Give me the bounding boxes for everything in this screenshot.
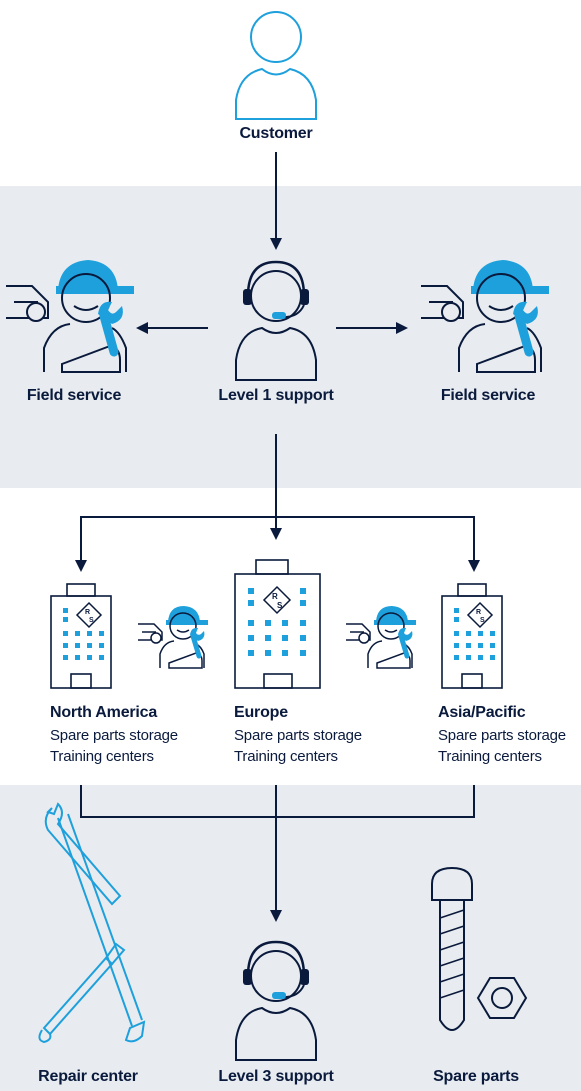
europe-label: Europe — [234, 704, 288, 721]
svg-text:S: S — [89, 617, 94, 624]
europe-line1: Spare parts storage — [234, 727, 362, 744]
level1-headset-icon — [235, 260, 317, 381]
asia-pacific-line2: Training centers — [438, 748, 542, 765]
spare-parts-label: Spare parts — [433, 1068, 519, 1085]
north-america-line1: Spare parts storage — [50, 727, 178, 744]
field-service-small-right-icon — [346, 606, 416, 669]
field-service-right-label: Field service — [440, 387, 536, 404]
repair-center-label: Repair center — [38, 1068, 138, 1085]
field-service-left-icon — [6, 260, 134, 373]
field-service-right-icon — [421, 260, 549, 373]
customer-person-icon — [235, 11, 317, 120]
svg-text:S: S — [480, 617, 485, 624]
level1-support-label: Level 1 support — [218, 387, 334, 404]
rs-logo-icon: R S — [75, 601, 103, 629]
north-america-label: North America — [50, 704, 158, 721]
level1-band — [0, 186, 581, 488]
customer-label: Customer — [239, 125, 313, 142]
field-service-left-label: Field service — [26, 387, 122, 404]
svg-text:S: S — [277, 601, 283, 610]
repair-tools-icon — [38, 802, 146, 1044]
level3-band — [0, 785, 581, 1091]
svg-text:R: R — [85, 609, 90, 616]
asia-pacific-building-icon: R S — [441, 583, 503, 689]
connector-regions-top — [80, 516, 475, 568]
europe-line2: Training centers — [234, 748, 338, 765]
connector-regions-bottom — [80, 785, 475, 818]
field-service-small-left-icon — [138, 606, 208, 669]
rs-logo-icon: R S — [466, 601, 494, 629]
svg-text:R: R — [272, 592, 278, 601]
svg-text:R: R — [476, 609, 481, 616]
level3-headset-icon — [235, 940, 317, 1061]
level3-support-label: Level 3 support — [218, 1068, 334, 1085]
asia-pacific-label: Asia/Pacific — [438, 704, 526, 721]
europe-building-icon: R S — [234, 559, 321, 689]
rs-logo-icon: R S — [262, 585, 292, 615]
north-america-building-icon: R S — [50, 583, 112, 689]
asia-pacific-line1: Spare parts storage — [438, 727, 566, 744]
north-america-line2: Training centers — [50, 748, 154, 765]
screw-nut-icon — [431, 866, 528, 1031]
